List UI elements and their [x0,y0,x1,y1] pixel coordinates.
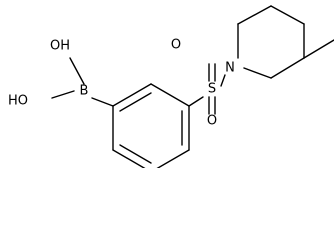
ring-bond-2 [150,83,190,107]
atom-sulfur: S [208,82,216,97]
bond-b-ring [91,97,114,107]
bond-lines [51,5,334,168]
bond-methyl [303,39,334,59]
bond-ring-s [188,96,204,107]
atom-nitrogen: N [225,61,235,76]
pip-bond-c2-c3 [237,5,272,25]
atom-oxygen-top: O [171,38,181,53]
atom-oxygen-bottom: O [207,114,217,129]
atom-labels: OH HO B S O O N [8,38,235,129]
ring-bond-4 [156,149,190,168]
atom-oh-top: OH [50,39,70,54]
atom-boron: B [80,84,89,99]
bond-b-oh-left [51,90,75,99]
ring-bond-1 [112,83,152,107]
bond-s-n [220,74,226,87]
pip-bond-c6-n [243,67,272,79]
pip-bond-c3-c4 [270,5,305,25]
ring-double-bond-3 [119,144,152,164]
pip-bond-c5-c6 [270,57,305,79]
bond-b-oh-top [69,57,85,85]
chemical-structure: OH HO B S O O N [8,5,334,168]
atom-oh-left: HO [8,94,28,109]
ring-bond-5 [112,149,146,168]
ring-double-bond-1 [119,92,152,112]
